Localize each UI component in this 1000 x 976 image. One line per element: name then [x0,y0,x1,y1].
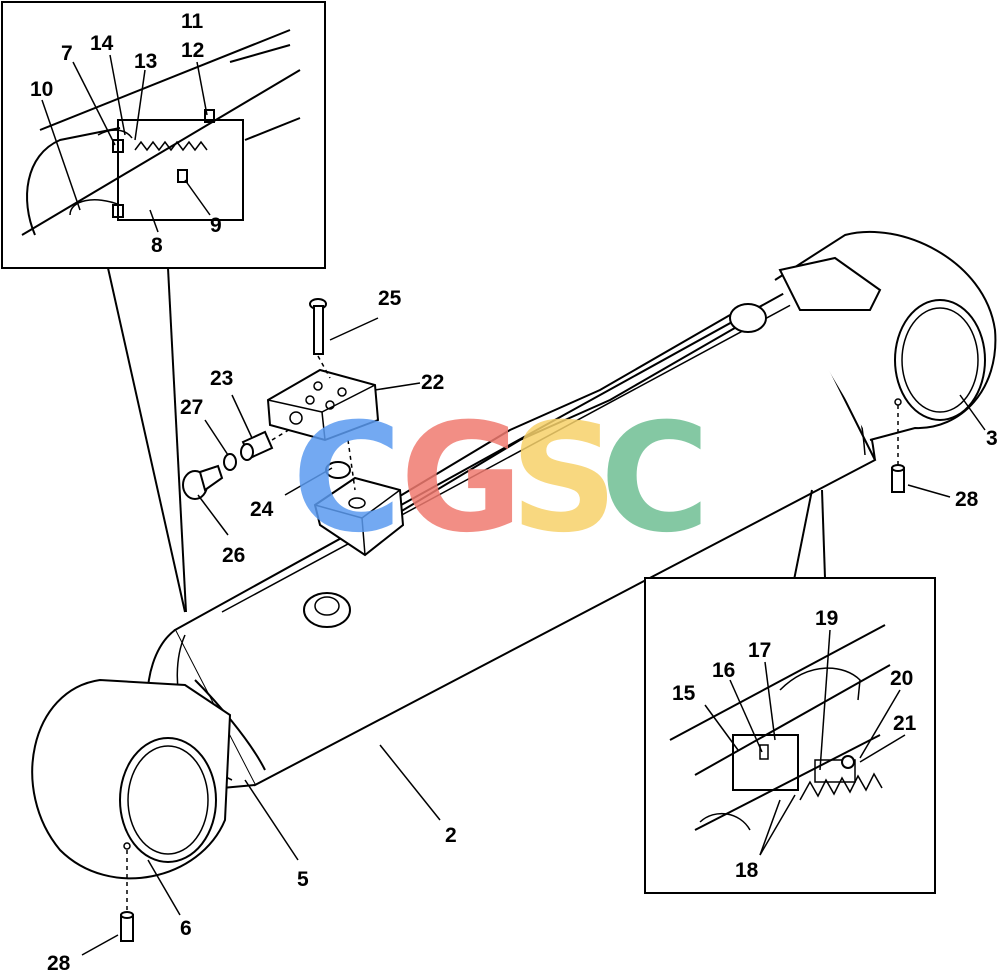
watermark-letter-g: G [400,392,523,566]
valve-block-lower [313,476,405,557]
part-label-15: 15 [672,682,696,705]
part-label-16: 16 [712,659,735,682]
watermark-letter-s: S [510,392,618,566]
part-number-labels: 2 3 5 6 7 8 9 10 11 12 13 14 15 16 17 18… [30,10,998,975]
part-label-6: 6 [180,917,192,940]
part-label-20: 20 [890,667,913,690]
watermark-letter-c2: C [600,392,710,566]
detail-inset-top-left [1,1,326,269]
bolt [309,298,331,379]
part-label-28-lower: 28 [47,952,71,975]
watermark-letter-c1: C [292,392,402,566]
inset-leader-left [107,267,186,613]
part-label-17: 17 [748,639,771,662]
o-ring-27 [223,453,237,471]
part-label-8: 8 [151,234,163,257]
detail-inset-bottom-right [644,577,936,894]
part-label-18: 18 [735,859,759,882]
part-label-22: 22 [421,371,444,394]
part-label-13: 13 [134,50,157,73]
valve-block-upper [266,368,380,442]
inset-leader-right [167,267,187,613]
part-label-14: 14 [90,32,114,55]
fitting-23 [240,427,293,461]
part-label-11: 11 [181,10,204,33]
part-label-27: 27 [180,396,203,419]
inset-leader-br-right [821,489,826,579]
part-label-28-upper: 28 [955,488,979,511]
part-label-26: 26 [222,544,245,567]
part-label-21: 21 [893,712,917,735]
part-label-9: 9 [210,214,222,237]
grease-nipple-upper [891,405,905,493]
part-label-2: 2 [445,824,457,847]
o-ring-24 [325,461,351,479]
head-end-eye [774,230,997,441]
part-label-7: 7 [61,42,73,65]
part-label-19: 19 [815,607,838,630]
part-label-25: 25 [378,287,402,310]
part-label-5: 5 [297,868,309,891]
rod-end-eye [31,678,266,880]
grease-nipple-lower [120,850,134,942]
part-label-24: 24 [250,498,274,521]
watermark-cgsc: C G S C [292,392,710,566]
part-label-10: 10 [30,78,53,101]
barrel-port-boss [303,592,351,628]
assembly-line-block [347,439,356,491]
part-label-12: 12 [181,39,204,62]
hydraulic-pipe [384,303,767,516]
plug-26 [182,464,224,500]
part-label-3: 3 [986,427,998,450]
callout-leaders [41,54,986,956]
part-label-23: 23 [210,367,233,390]
